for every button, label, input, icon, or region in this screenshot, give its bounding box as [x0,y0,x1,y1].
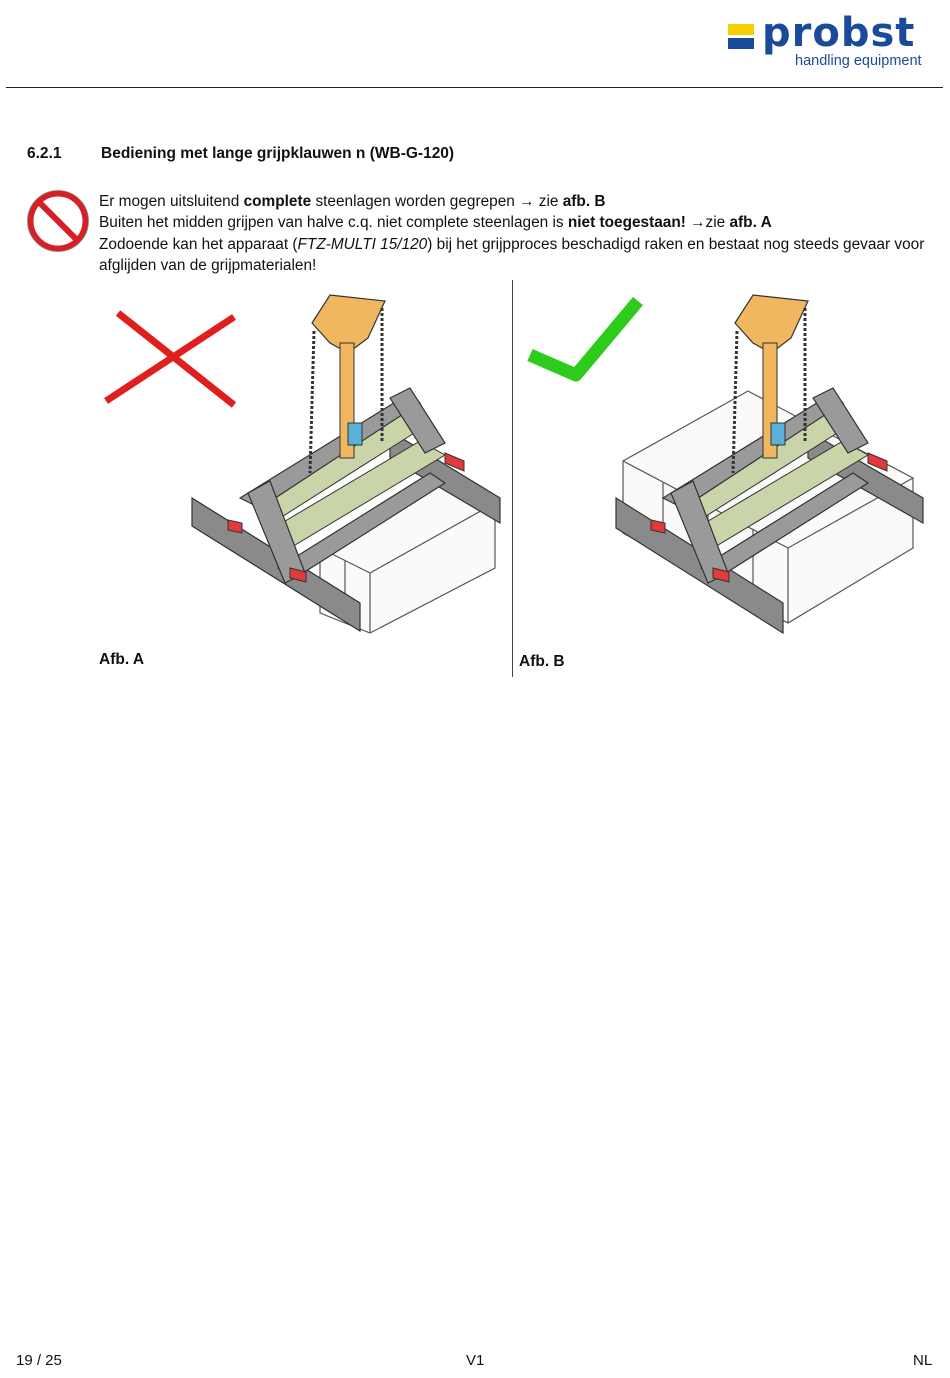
arrow-right-icon: → [519,193,535,210]
logo-tagline: handling equipment [795,53,922,69]
red-cross-icon [104,310,237,408]
logo-wordmark: probst [762,10,916,56]
lifting-beam [308,294,386,474]
lifting-beam [731,294,809,474]
page-number: 19 / 25 [16,1352,62,1369]
instruction-line-3: Zodoende kan het apparaat (FTZ-MULTI 15/… [99,235,925,274]
instruction-line-1: Er mogen uitsluitend complete steenlagen… [99,193,606,210]
figure-divider [512,280,513,677]
figure-b-caption: Afb. B [519,653,565,670]
arrow-right-icon: → [690,214,706,232]
instruction-text: Er mogen uitsluitend complete steenlagen… [99,191,934,276]
instruction-line-2: Buiten het midden grijpen van halve c.q.… [99,214,772,232]
document-version: V1 [466,1352,485,1369]
probst-logo: probst handling equipment [728,10,934,72]
section-number: 6.2.1 [27,145,62,162]
section-title: Bediening met lange grijpklauwen n (WB-G… [101,145,455,162]
language-code: NL [913,1352,933,1369]
grip-pads [650,452,888,583]
grip-pads [227,452,465,583]
figure-a-illustration [104,294,501,634]
figure-b-illustration [527,294,924,635]
header-divider [6,87,943,88]
logo-bars-icon [728,24,754,49]
prohibition-sign-icon [27,190,89,252]
green-check-icon [527,296,643,382]
figure-a-caption: Afb. A [99,651,145,668]
